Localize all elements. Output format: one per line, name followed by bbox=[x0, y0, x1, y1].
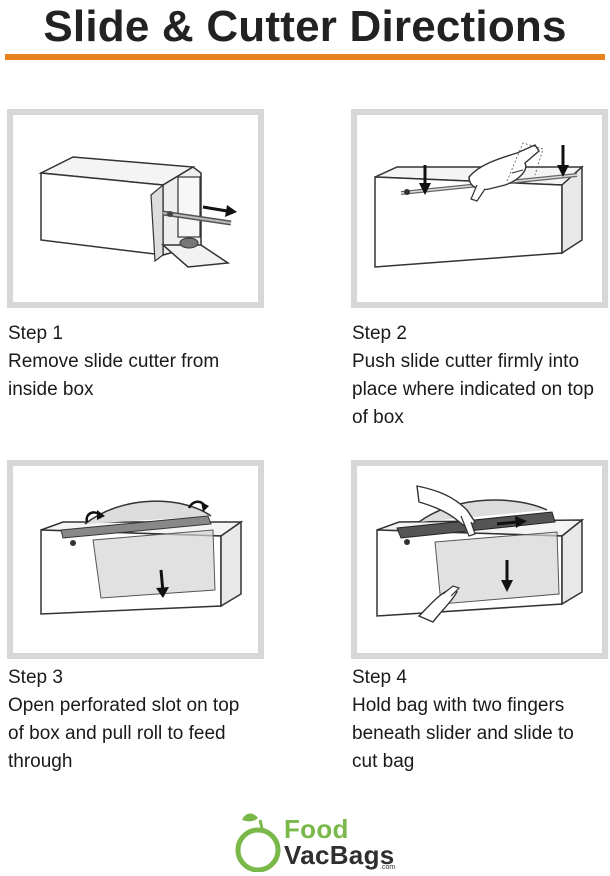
step-1-text: Step 1 Remove slide cutter from inside b… bbox=[8, 320, 278, 404]
step-2-label: Step 2 bbox=[352, 323, 407, 344]
step-3-label: Step 3 bbox=[8, 667, 63, 688]
logo-dotcom-text: .com bbox=[380, 864, 396, 871]
page-title: Slide & Cutter Directions bbox=[43, 2, 567, 51]
step-3-description: Open perforated slot on top of box and p… bbox=[8, 695, 240, 772]
foodvacbags-logo: Food VacBags .com bbox=[232, 808, 412, 872]
step-4-description: Hold bag with two fingers beneath slider… bbox=[352, 695, 574, 772]
step-2-illustration bbox=[351, 109, 608, 308]
title-divider bbox=[5, 54, 605, 60]
logo-vacbags-text: VacBags bbox=[284, 840, 395, 870]
step-1-label: Step 1 bbox=[8, 323, 63, 344]
step-4-label: Step 4 bbox=[352, 667, 407, 688]
step-3-text: Step 3 Open perforated slot on top of bo… bbox=[8, 664, 278, 776]
apple-icon bbox=[235, 813, 281, 872]
step-3-illustration bbox=[7, 460, 264, 659]
step-4-illustration bbox=[351, 460, 608, 659]
step-1-illustration bbox=[7, 109, 264, 308]
step-4-text: Step 4 Hold bag with two fingers beneath… bbox=[352, 664, 610, 776]
logo-food-text: Food bbox=[284, 814, 349, 844]
step-1-description: Remove slide cutter from inside box bbox=[8, 351, 220, 400]
step-2-text: Step 2 Push slide cutter firmly into pla… bbox=[352, 320, 610, 432]
step-2-description: Push slide cutter firmly into place wher… bbox=[352, 351, 594, 428]
